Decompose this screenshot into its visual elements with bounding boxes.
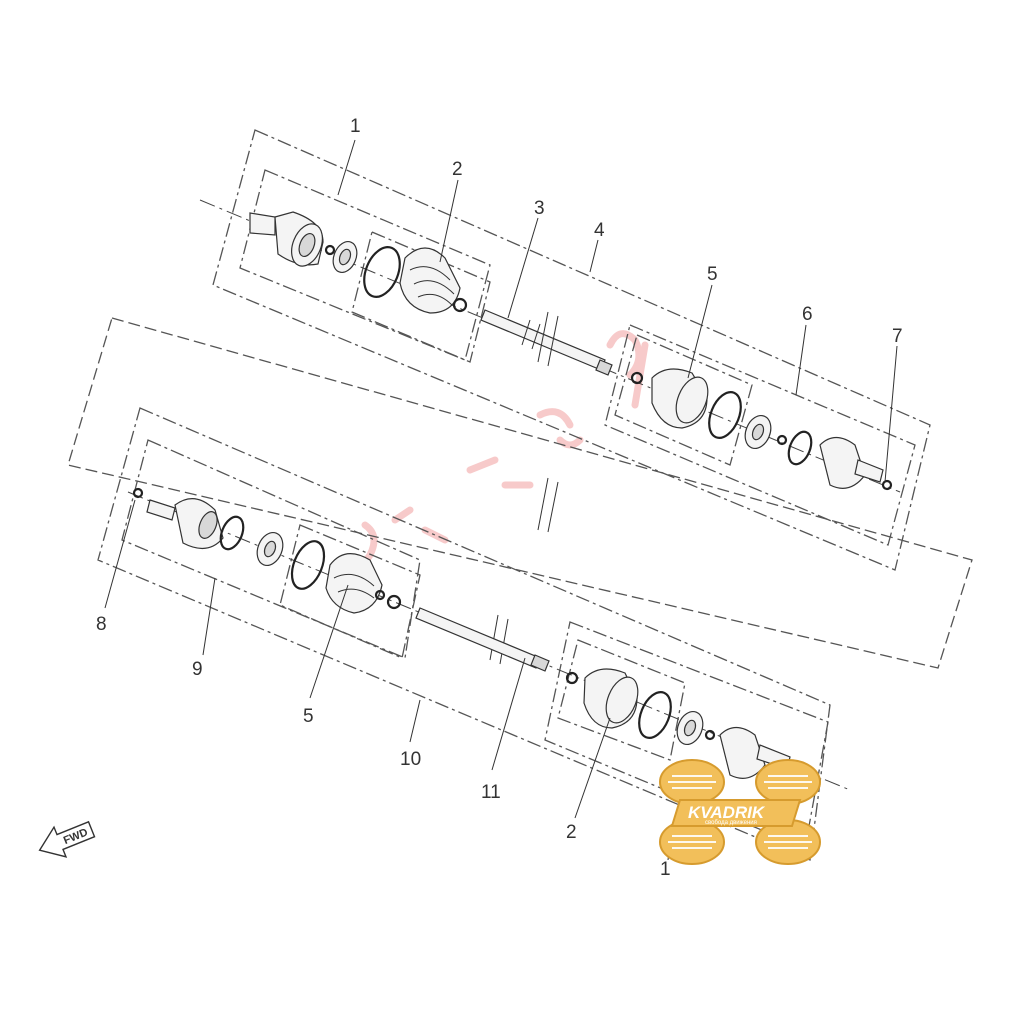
bearing-cage-lower-1 — [676, 711, 704, 745]
snap-ring-lower-2 — [374, 589, 386, 601]
frame-assembly-10 — [97, 407, 831, 861]
circlip-lower-9 — [219, 515, 245, 551]
shaft-upper — [480, 309, 613, 376]
callout-6: 6 — [802, 304, 813, 325]
bearing-cage-upper-6 — [744, 415, 772, 449]
boot-clamp-large-upper-5 — [708, 391, 742, 439]
snap-ring-lower-8 — [132, 487, 144, 499]
boot-upper-2 — [399, 247, 461, 314]
callout-2-bottom: 2 — [566, 822, 577, 843]
callout-10: 10 — [400, 749, 421, 770]
logo-frame — [670, 799, 802, 827]
snap-ring-lower-4 — [704, 729, 716, 741]
callout-1-bottom: 1 — [660, 859, 671, 880]
outer-joint-housing-lower-9 — [146, 498, 224, 549]
logo-text: KVADRIK — [688, 803, 766, 822]
circlip-upper-6 — [787, 430, 813, 466]
boot-clamp-large-lower-5 — [290, 540, 326, 590]
snap-ring-upper-2 — [630, 371, 644, 385]
logo-subtext: свобода движения — [705, 820, 757, 826]
kvadrik-logo: KVADRIK свобода движения — [659, 759, 821, 865]
callout-2-top: 2 — [452, 159, 463, 180]
frame-joint-9 — [121, 439, 421, 659]
boot-upper-5 — [651, 368, 709, 429]
snap-ring-upper-1 — [324, 244, 336, 256]
callout-1-top: 1 — [350, 116, 361, 137]
boot-lower-2 — [583, 668, 639, 729]
snap-ring-lower-3 — [565, 671, 579, 685]
bearing-cage-lower — [256, 532, 284, 566]
callout-3: 3 — [534, 198, 545, 219]
callout-4: 4 — [594, 220, 605, 241]
boot-lower-5 — [325, 553, 383, 614]
fwd-arrow: FWD — [38, 820, 96, 858]
fwd-arrow-icon — [38, 820, 96, 858]
boot-clamp-large-lower-2 — [638, 691, 672, 739]
shaft-lower — [415, 607, 550, 672]
frame-boot-5-upper — [614, 334, 753, 466]
leader-lines — [104, 139, 898, 861]
snap-ring-upper-7 — [881, 479, 893, 491]
callout-5-bottom: 5 — [303, 706, 314, 727]
break-marks — [489, 311, 559, 665]
callout-7: 7 — [892, 326, 903, 347]
callout-5-top: 5 — [707, 264, 718, 285]
callout-11: 11 — [481, 782, 501, 803]
callout-numbers: 1 2 3 4 5 6 7 8 9 5 10 11 2 1 — [96, 116, 903, 880]
callout-9: 9 — [192, 659, 203, 680]
boot-clamp-large-upper — [363, 246, 401, 298]
frame-assembly-4 — [212, 129, 931, 571]
frame-boot-5-lower — [279, 524, 421, 659]
inner-joint-housing-upper — [249, 211, 324, 267]
outer-joint-housing-upper-6 — [819, 436, 884, 489]
callout-8: 8 — [96, 614, 107, 635]
frame-boot-2-lower — [557, 639, 686, 761]
snap-ring-upper-3 — [776, 434, 788, 446]
frame-joint-6 — [604, 324, 916, 546]
boot-clamp-small-upper — [452, 297, 468, 313]
frame-joint-1 — [239, 169, 491, 361]
bearing-cage-upper — [332, 241, 358, 273]
red-watermark — [353, 330, 649, 604]
frame-boot-2-upper — [351, 231, 491, 363]
boot-clamp-small-lower — [386, 594, 402, 610]
frame-connector — [67, 317, 973, 669]
